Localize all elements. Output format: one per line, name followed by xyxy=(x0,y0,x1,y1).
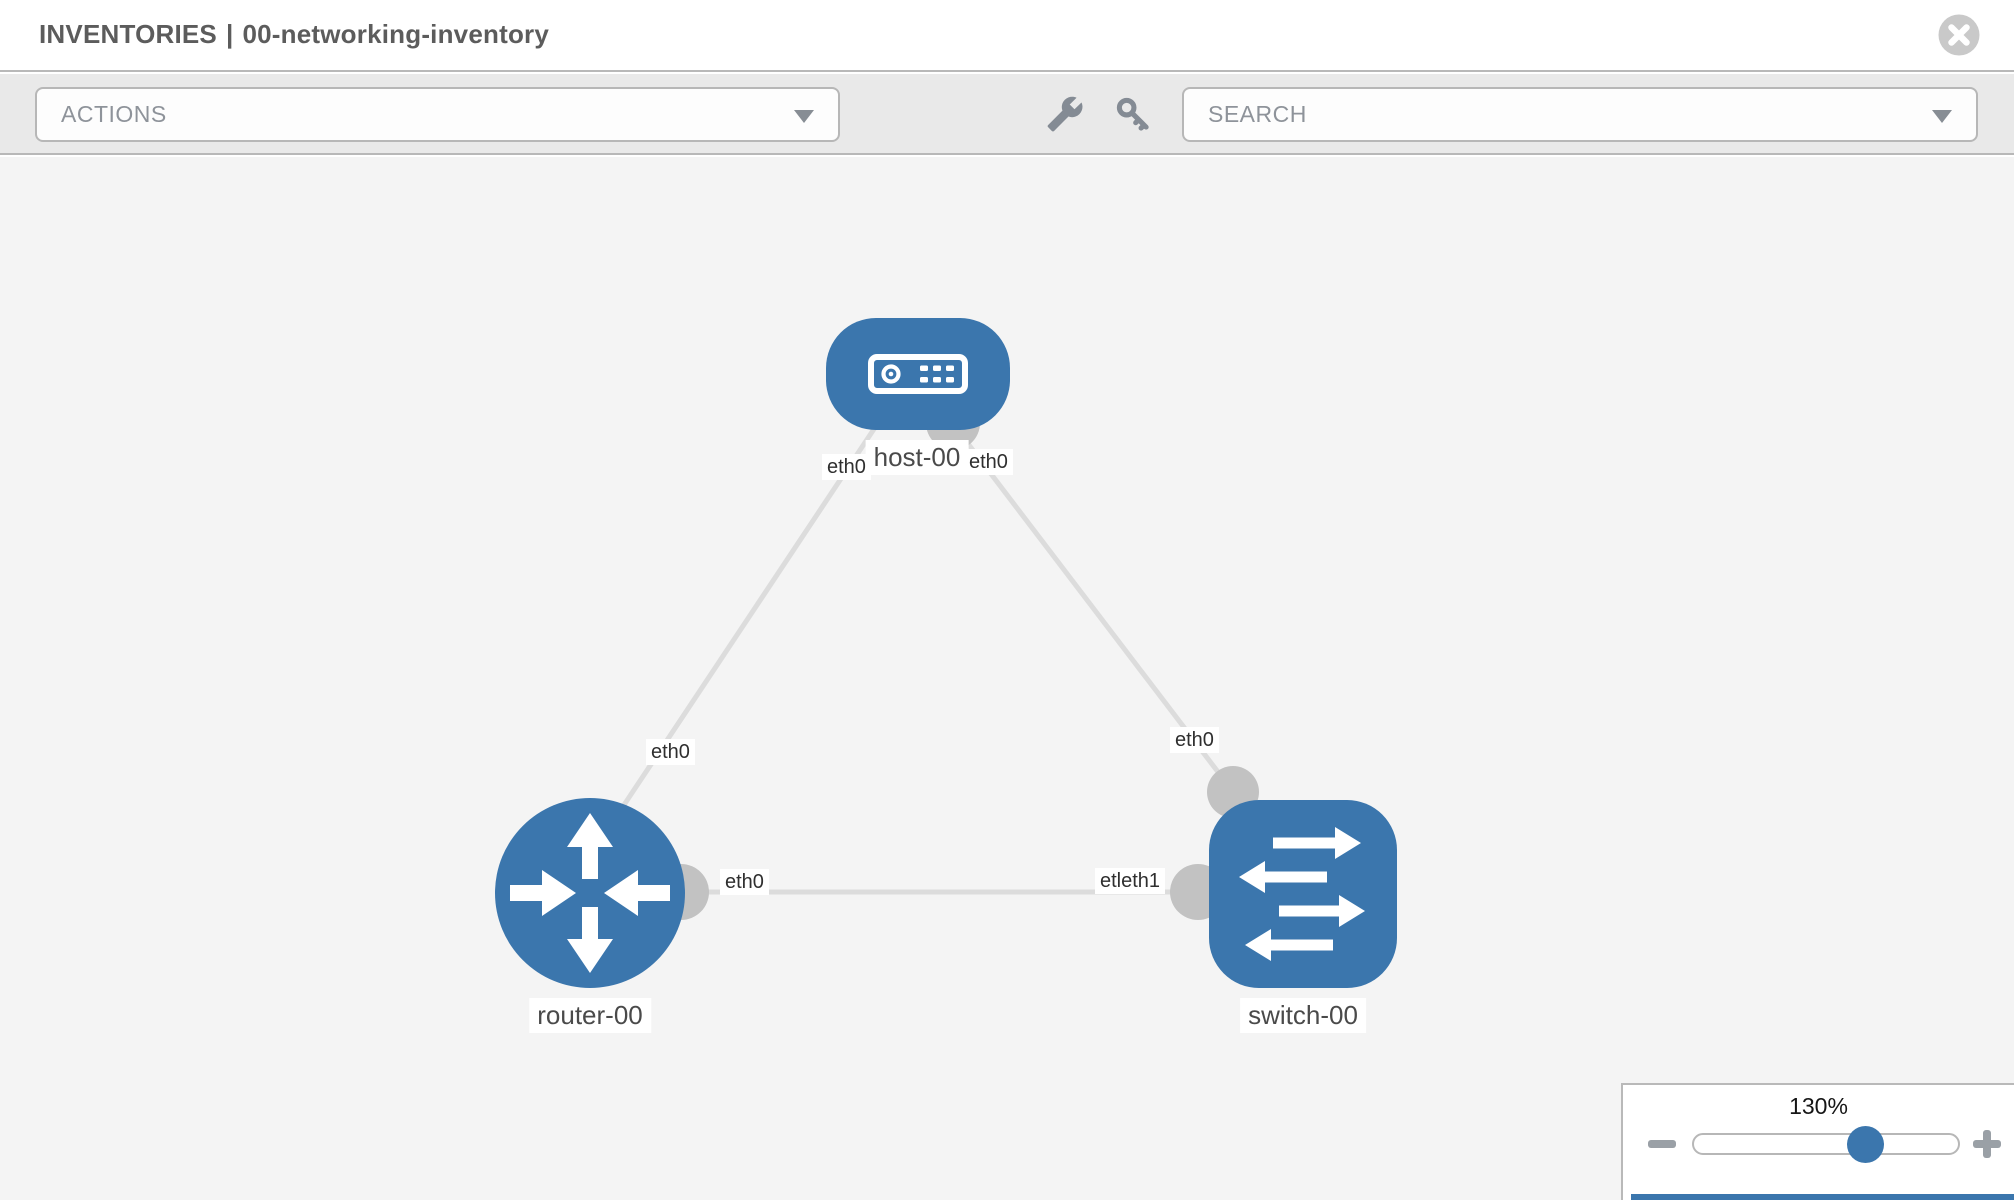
zoom-out-button[interactable] xyxy=(1648,1140,1676,1148)
topology-graph xyxy=(495,318,1397,988)
actions-dropdown-label: ACTIONS xyxy=(61,101,167,127)
actions-dropdown[interactable]: ACTIONS xyxy=(35,87,840,142)
port-label-host-left: eth0 xyxy=(822,454,871,480)
configure-button[interactable] xyxy=(1046,95,1084,133)
chevron-down-icon xyxy=(1932,109,1952,123)
node-router-00[interactable] xyxy=(495,798,685,988)
port-label-router-top: eth0 xyxy=(646,739,695,765)
toolbar: ACTIONS SEARCH xyxy=(0,74,2014,155)
page-title: INVENTORIES | 00-networking-inventory xyxy=(39,19,549,50)
close-icon xyxy=(1938,14,1980,56)
chevron-down-icon xyxy=(794,109,814,123)
zoom-slider-thumb[interactable] xyxy=(1847,1126,1884,1163)
node-switch-00[interactable] xyxy=(1209,800,1397,988)
node-label-switch: switch-00 xyxy=(1240,998,1366,1033)
close-button[interactable] xyxy=(1938,14,1980,56)
port-label-router-right: eth0 xyxy=(720,869,769,895)
key-icon xyxy=(1116,97,1149,131)
zoom-panel: 130% xyxy=(1621,1083,2014,1200)
zoom-in-button[interactable] xyxy=(1973,1130,2001,1158)
node-label-host: host-00 xyxy=(865,440,969,475)
search-dropdown[interactable]: SEARCH xyxy=(1182,87,1978,142)
switch-icon xyxy=(1239,827,1365,961)
node-label-router: router-00 xyxy=(529,998,651,1033)
bottom-accent-strip xyxy=(1631,1194,2014,1200)
page-title-section: INVENTORIES xyxy=(39,18,217,49)
credentials-button[interactable] xyxy=(1114,95,1152,133)
header-bar: INVENTORIES | 00-networking-inventory xyxy=(0,0,2014,72)
interface-connectors xyxy=(653,396,1259,920)
port-label-switch-top: eth0 xyxy=(1170,727,1219,753)
port-label-host-right: eth0 xyxy=(964,449,1013,475)
zoom-slider-track[interactable] xyxy=(1692,1133,1960,1155)
port-label-switch-left: etleth1 xyxy=(1095,868,1166,894)
wrench-icon xyxy=(1047,96,1083,132)
page-title-separator: | xyxy=(225,18,234,49)
node-host-00[interactable] xyxy=(826,318,1010,430)
page-title-item: 00-networking-inventory xyxy=(242,18,550,49)
router-icon xyxy=(510,813,670,973)
search-dropdown-label: SEARCH xyxy=(1208,101,1307,127)
host-icon xyxy=(868,354,968,394)
topology-links xyxy=(611,422,1236,895)
topology-canvas[interactable]: host-00 router-00 switch-00 eth0 eth0 et… xyxy=(0,157,2014,1200)
zoom-level-value: 130% xyxy=(1789,1093,1848,1119)
